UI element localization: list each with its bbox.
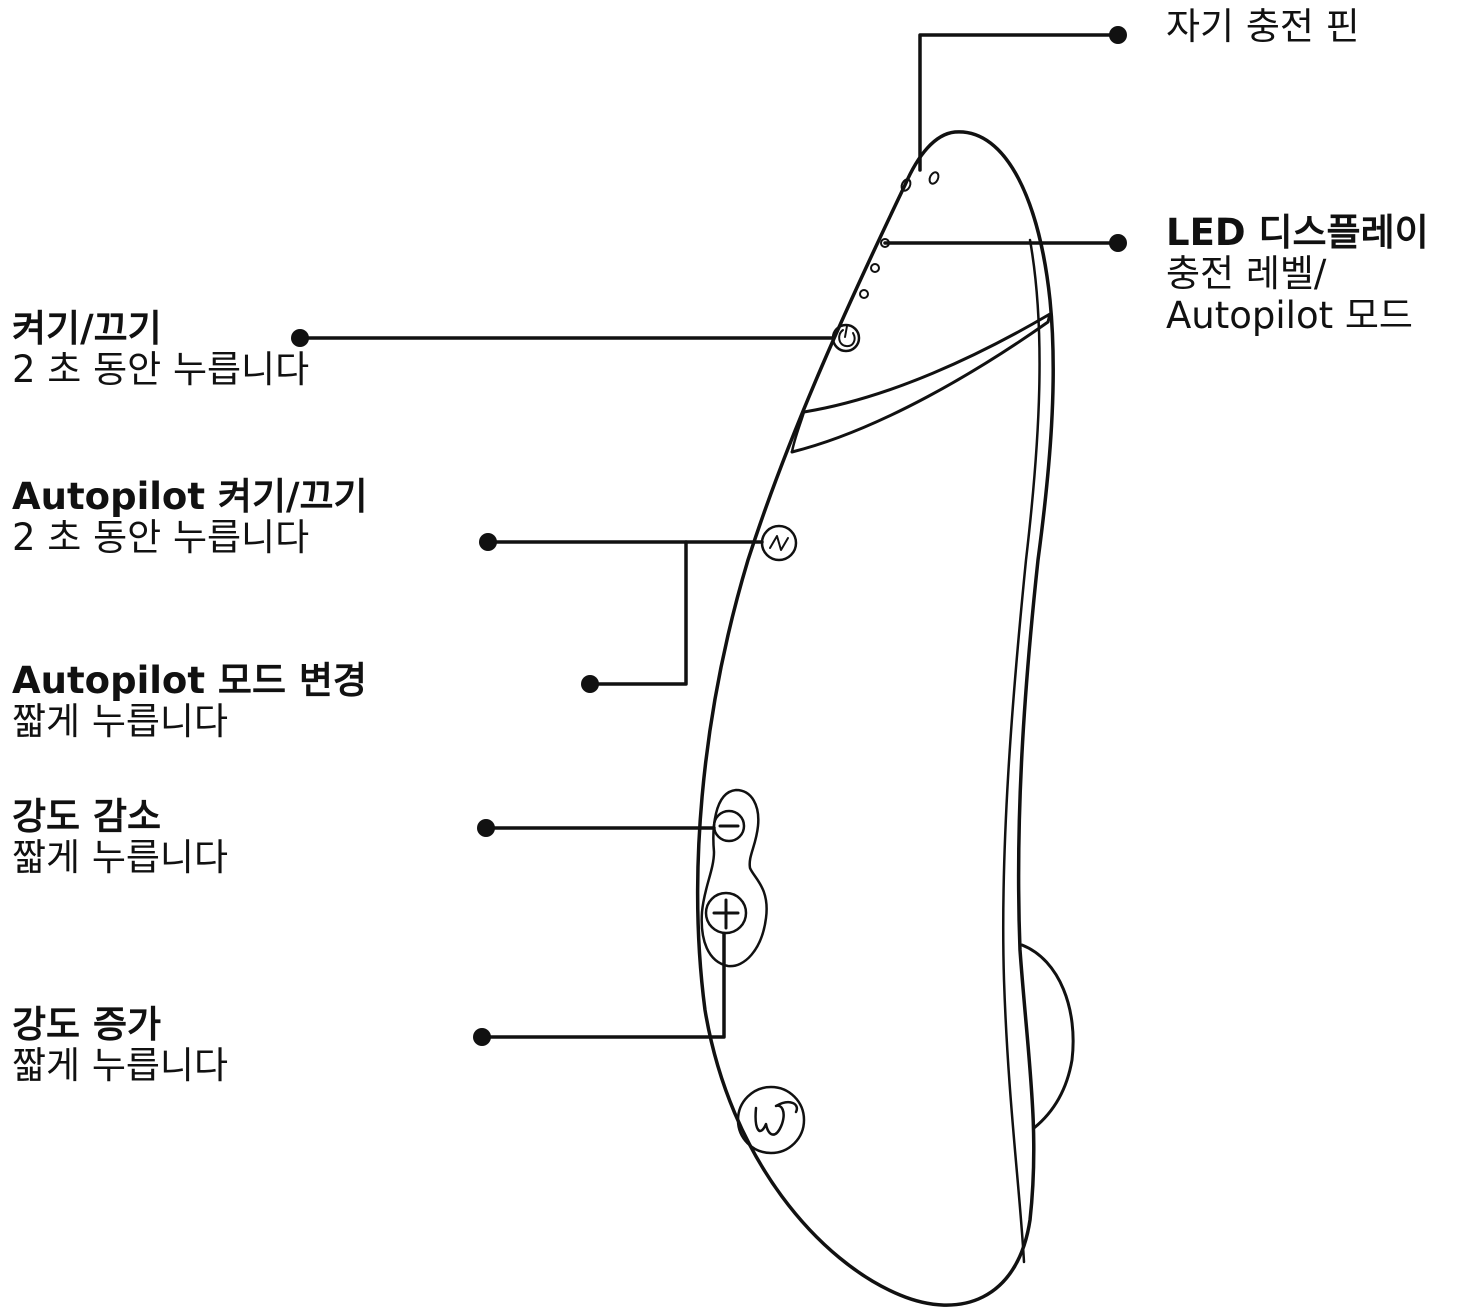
label-intensity-down-desc: 짧게 누릅니다 — [12, 836, 229, 880]
device-body-outline — [695, 130, 1055, 1307]
label-autopilot-toggle-desc: 2 초 동안 누릅니다 — [12, 516, 310, 560]
label-power-title: 켜기/끄기 — [12, 307, 162, 350]
label-power: 켜기/끄기 2 초 동안 누릅니다 — [12, 308, 309, 391]
leader-lines — [298, 33, 1120, 1039]
led-dot-3 — [859, 289, 869, 299]
leader-intensity-up — [480, 932, 726, 1039]
stimulation-head — [1020, 943, 1075, 1130]
head-band — [790, 312, 1052, 454]
minus-icon[interactable] — [712, 809, 746, 843]
device-side-contour — [1001, 238, 1041, 1264]
label-charging-pins: 자기 충전 핀 — [1166, 5, 1360, 48]
label-power-desc: 2 초 동안 누릅니다 — [12, 348, 310, 392]
leader-autopilot-mode — [588, 540, 688, 686]
label-led-display-title: LED 디스플레이 — [1166, 211, 1429, 254]
intensity-button-cluster — [700, 788, 768, 968]
label-led-display-line1: 충전 레벨/ — [1166, 252, 1327, 296]
brand-logo-icon — [736, 1085, 806, 1155]
label-led-display: LED 디스플레이 충전 레벨/ Autopilot 모드 — [1166, 211, 1429, 337]
head-band-inner — [790, 410, 806, 454]
charging-pin-1 — [900, 178, 912, 192]
label-intensity-up: 강도 증가 짧게 누릅니다 — [12, 1004, 228, 1087]
plus-icon[interactable] — [704, 891, 748, 935]
label-led-display-line2: Autopilot 모드 — [1166, 293, 1413, 337]
label-autopilot-toggle: Autopilot 켜기/끄기 2 초 동안 누릅니다 — [12, 476, 368, 559]
label-intensity-up-desc: 짧게 누릅니다 — [12, 1044, 229, 1088]
autopilot-icon[interactable] — [760, 524, 798, 562]
label-intensity-down-title: 강도 감소 — [12, 795, 162, 838]
label-autopilot-toggle-title: Autopilot 켜기/끄기 — [12, 475, 368, 518]
led-dot-2 — [870, 263, 880, 273]
label-autopilot-mode-title: Autopilot 모드 변경 — [12, 659, 367, 702]
label-autopilot-mode-desc: 짧게 누릅니다 — [12, 700, 229, 744]
label-charging-pins-title: 자기 충전 핀 — [1166, 5, 1360, 48]
label-intensity-up-title: 강도 증가 — [12, 1003, 162, 1046]
label-autopilot-mode: Autopilot 모드 변경 짧게 누릅니다 — [12, 660, 367, 743]
power-icon[interactable] — [831, 323, 861, 353]
leader-dots — [291, 26, 1127, 1046]
leader-charging-pins — [918, 33, 1120, 172]
label-intensity-down: 강도 감소 짧게 누릅니다 — [12, 796, 228, 879]
charging-pin-2 — [928, 171, 940, 185]
